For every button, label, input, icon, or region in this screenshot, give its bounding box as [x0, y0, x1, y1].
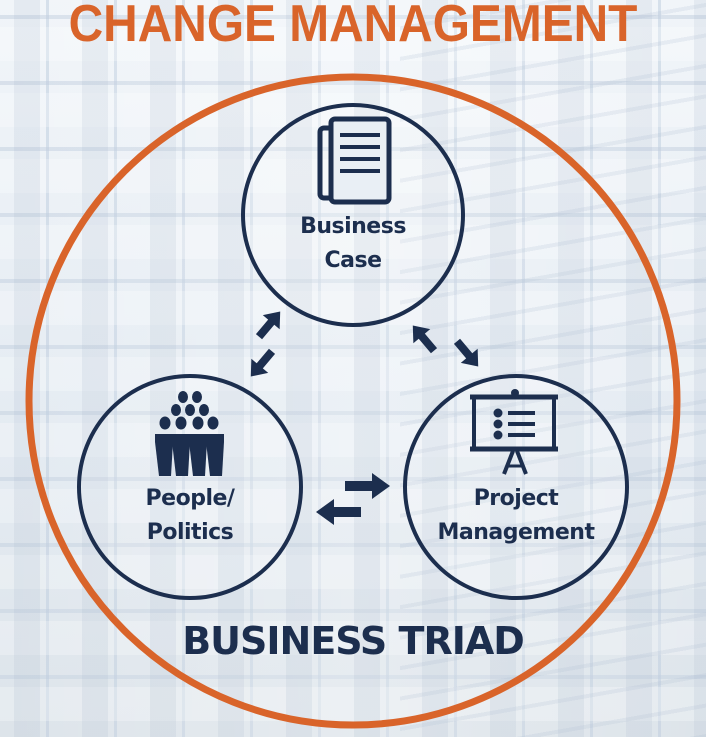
- outer-ring: [25, 73, 681, 729]
- people-politics-circle: [77, 374, 303, 600]
- page-title: CHANGE MANAGEMENT: [68, 0, 638, 53]
- project-management-label-line1: Project: [473, 486, 559, 511]
- people-politics-label-line2: Politics: [146, 520, 234, 545]
- project-management-circle: [403, 374, 629, 600]
- business-case-circle: [241, 103, 465, 327]
- people-politics-label: People/ Politics: [100, 482, 280, 550]
- people-politics-label-line1: People/: [145, 486, 235, 511]
- business-case-label: Business Case: [273, 210, 433, 278]
- presentation-board-icon: [470, 389, 558, 475]
- document-stack-icon: [317, 116, 392, 205]
- group-people-icon: [155, 391, 224, 476]
- business-triad-label: BUSINESS TRIAD: [182, 619, 525, 663]
- bidirectional-arrow-business-people: [250, 311, 281, 377]
- business-case-label-line2: Case: [324, 248, 382, 273]
- building-tower-texture: [400, 0, 706, 737]
- bidirectional-arrow-business-project: [412, 325, 479, 367]
- project-management-label: Project Management: [416, 482, 616, 550]
- business-case-label-line1: Business: [300, 214, 406, 239]
- bidirectional-arrow-people-project: [316, 473, 390, 525]
- project-management-label-line2: Management: [437, 520, 595, 545]
